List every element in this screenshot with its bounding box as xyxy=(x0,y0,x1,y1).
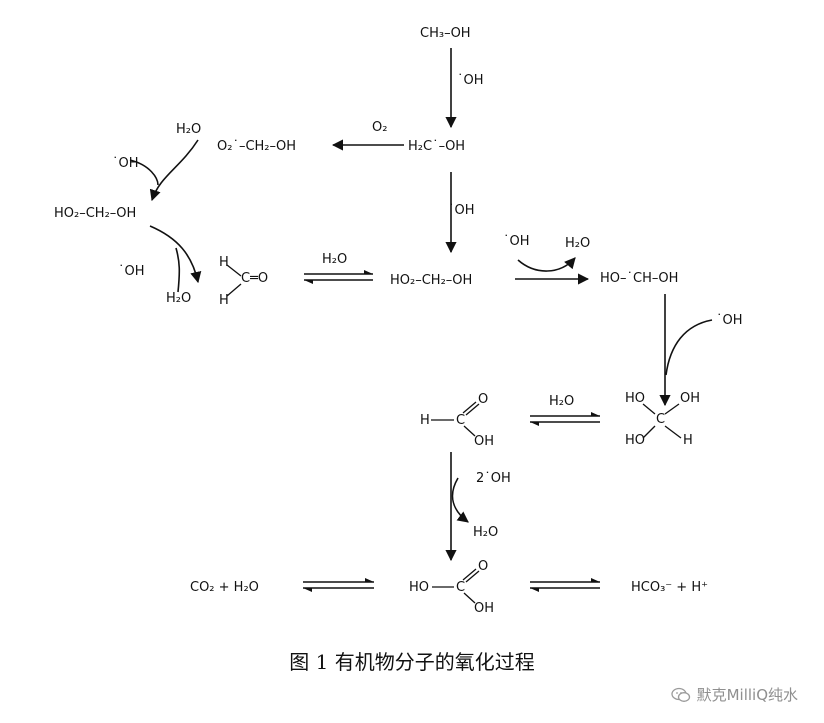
formic-bond-coh xyxy=(463,425,476,437)
carbonic-oh: OH xyxy=(474,601,494,616)
formic-bond-co-2 xyxy=(465,403,480,416)
formaldehyde-carbonyl: C═O xyxy=(241,271,268,286)
diol-bond-tl xyxy=(642,403,656,415)
water-mid2: H₂O xyxy=(565,236,590,251)
figure-caption: 图 1 有机物分子的氧化过程 xyxy=(289,650,535,674)
equilibrium-arrow-4 xyxy=(530,578,600,592)
curve-lower-hydroxyl xyxy=(451,477,469,523)
peroxy-methanol-radical: O₂˙–CH₂–OH xyxy=(217,139,296,154)
watermark: 默克MilliQ纯水 xyxy=(670,684,798,705)
formic-oxygen: O xyxy=(478,392,488,407)
carbonic-bond-co-1 xyxy=(462,568,477,581)
curve-left-bottom xyxy=(149,225,202,284)
formic-bond-co-1 xyxy=(462,401,477,414)
co2-plus-water: CO₂ + H₂O xyxy=(190,580,259,595)
equilibrium-arrow-1 xyxy=(304,270,373,284)
carbonic-bond-co-2 xyxy=(465,570,480,583)
diol-ho-bottomleft: HO xyxy=(625,433,645,448)
formic-carbon: C xyxy=(456,413,465,428)
hydroperoxy-methanol-left: HO₂–CH₂–OH xyxy=(54,206,136,221)
diol-bond-tr xyxy=(664,403,680,415)
formaldehyde-h-bottom: H xyxy=(219,293,229,308)
water-eq1: H₂O xyxy=(322,252,347,267)
diol-bond-br xyxy=(664,425,682,439)
curve-mid-hydroxyl xyxy=(517,257,576,272)
hydroxyl-radical-left2: ˙OH xyxy=(118,264,145,279)
curve-left-bottom-out xyxy=(175,247,181,293)
watermark-text: 默克MilliQ纯水 xyxy=(696,686,798,704)
water-top-left: H₂O xyxy=(176,122,201,137)
curve-left-top xyxy=(149,139,199,202)
curve-left-top-in xyxy=(129,159,159,186)
diol-ho-topleft: HO xyxy=(625,391,645,406)
oxygen-label: O₂ xyxy=(372,120,387,135)
carbonic-oxygen: O xyxy=(478,559,488,574)
hydroperoxy-methanol-mid: HO₂–CH₂–OH xyxy=(390,273,472,288)
formic-oh: OH xyxy=(474,434,494,449)
formic-h: H xyxy=(420,413,430,428)
hydroxyl-radical-1: ˙OH xyxy=(457,73,484,88)
formaldehyde-bond-top xyxy=(226,264,242,277)
equilibrium-arrow-2 xyxy=(530,412,600,426)
hydroxyl-radical-right: ˙OH xyxy=(716,313,743,328)
methanol: CH₃–OH xyxy=(420,26,471,41)
carbonic-carbon: C xyxy=(456,580,465,595)
curve-right-hydroxyl xyxy=(665,319,713,376)
water-left2: H₂O xyxy=(166,291,191,306)
formaldehyde-bond-bottom xyxy=(226,283,242,297)
equilibrium-arrow-3 xyxy=(303,578,374,592)
bicarbonate-plus-proton: HCO₃⁻ + H⁺ xyxy=(631,580,708,595)
wechat-icon xyxy=(670,687,690,702)
hydroxyl-radical-left: ˙OH xyxy=(112,156,139,171)
water-eq2: H₂O xyxy=(549,394,574,409)
hydroxymethyl-radical: H₂C˙–OH xyxy=(408,139,465,154)
dihydroxymethyl-radical: HO–˙CH–OH xyxy=(600,271,678,286)
water-lower: H₂O xyxy=(473,525,498,540)
diol-oh-topright: OH xyxy=(680,391,700,406)
carbonic-bond-coh xyxy=(463,592,476,604)
formaldehyde-h-top: H xyxy=(219,255,229,270)
hydroxyl-radical-mid2: ˙OH xyxy=(503,234,530,249)
two-hydroxyl-radicals: 2˙OH xyxy=(476,471,511,486)
diol-bond-bl xyxy=(642,425,656,439)
diol-h-bottomright: H xyxy=(683,433,693,448)
carbonic-ho: HO xyxy=(409,580,429,595)
hydroxyl-radical-mid: ˙OH xyxy=(448,203,475,218)
diol-carbon: C xyxy=(656,412,665,427)
